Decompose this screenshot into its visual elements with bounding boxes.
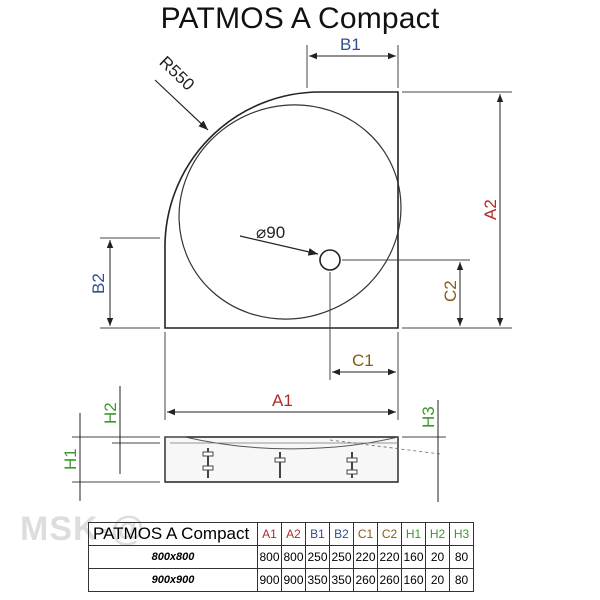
table-cell: 250	[329, 545, 354, 569]
side-drain-axis	[329, 439, 441, 455]
radius-label: R550	[156, 52, 198, 94]
table-header-a1: A1	[257, 522, 282, 546]
table-cell: 350	[305, 568, 330, 592]
side-leg-nuts	[202, 451, 358, 475]
table-cell: 160	[401, 545, 426, 569]
table-header-h1: H1	[401, 522, 426, 546]
page-title: PATMOS A Compact	[160, 2, 440, 35]
table-cell: 250	[305, 545, 330, 569]
table-title-cell: PATMOS A Compact	[88, 522, 258, 546]
dimensions-table: PATMOS A Compact A1 A2 B1 B2 C1 C2 H1 H2…	[88, 522, 474, 592]
radius-leader	[154, 79, 209, 131]
table-header-c1: C1	[353, 522, 378, 546]
table-cell: 80	[449, 568, 474, 592]
tray-outline	[164, 91, 399, 329]
h1-label: H1	[61, 448, 80, 470]
table-header-c2: C2	[377, 522, 402, 546]
table-header-b1: B1	[305, 522, 330, 546]
drain-diameter-label: ⌀90	[256, 223, 285, 242]
h3-label: H3	[419, 406, 438, 428]
table-row: 900x900 900 900 350 350 260 260 160 20 8…	[88, 568, 474, 592]
h2-label: H2	[101, 402, 120, 424]
drain-leader	[239, 235, 319, 256]
table-header-a2: A2	[281, 522, 306, 546]
basin-outline	[178, 104, 402, 320]
table-header-row: PATMOS A Compact A1 A2 B1 B2 C1 C2 H1 H2…	[88, 522, 474, 546]
table-header-h3: H3	[449, 522, 474, 546]
table-cell: 350	[329, 568, 354, 592]
a1-label: A1	[272, 391, 293, 410]
table-row: 800x800 800 800 250 250 220 220 160 20 8…	[88, 545, 474, 569]
table-cell: 20	[425, 545, 450, 569]
table-cell: 20	[425, 568, 450, 592]
side-view	[164, 436, 441, 483]
table-cell: 80	[449, 545, 474, 569]
table-cell: 900	[257, 568, 282, 592]
table-cell: 900	[281, 568, 306, 592]
b2-label: B2	[89, 273, 108, 294]
table-row-size: 900x900	[88, 568, 258, 592]
table-cell: 220	[377, 545, 402, 569]
table-row-size: 800x800	[88, 545, 258, 569]
table-cell: 160	[401, 568, 426, 592]
table-header-b2: B2	[329, 522, 354, 546]
table-cell: 800	[281, 545, 306, 569]
c1-label: C1	[352, 351, 374, 370]
c2-label: C2	[441, 280, 460, 302]
table-cell: 260	[377, 568, 402, 592]
table-cell: 800	[257, 545, 282, 569]
table-header-h2: H2	[425, 522, 450, 546]
b1-label: B1	[340, 35, 361, 54]
a2-label: A2	[481, 199, 500, 220]
table-cell: 220	[353, 545, 378, 569]
table-cell: 260	[353, 568, 378, 592]
drain-circle	[319, 249, 341, 271]
